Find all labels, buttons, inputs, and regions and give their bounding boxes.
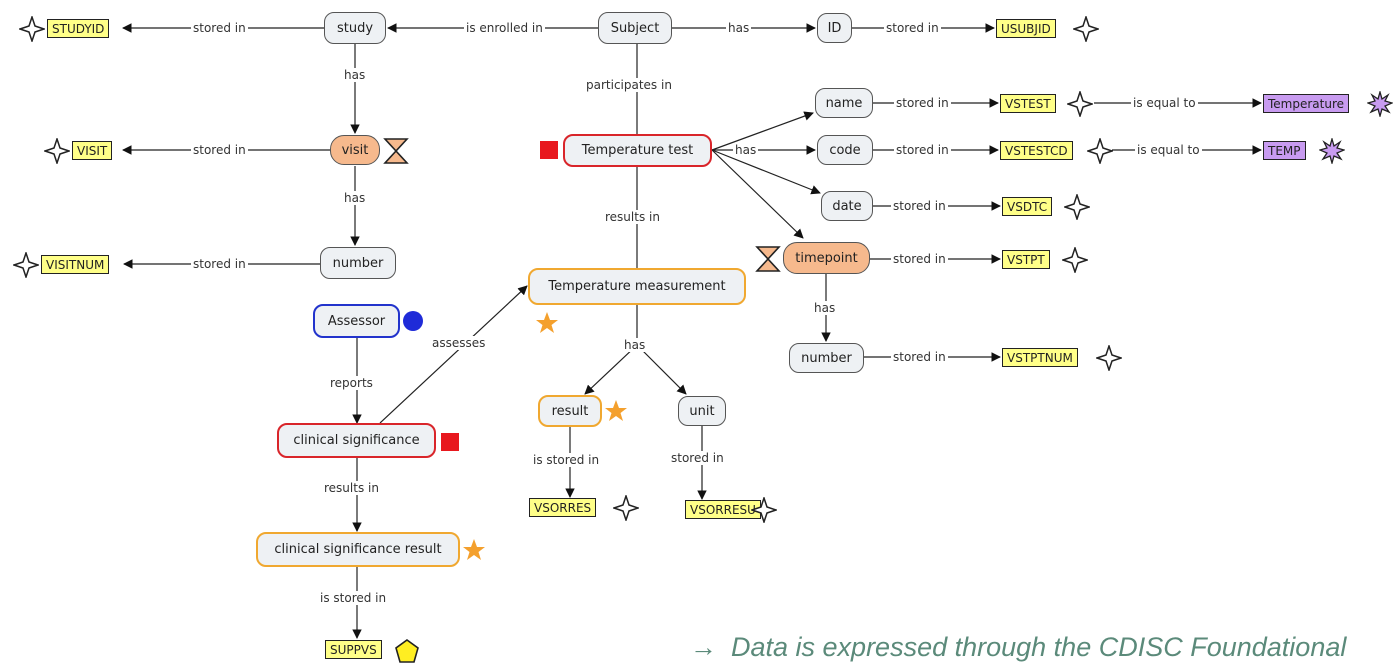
four-point-star-icon [613, 495, 639, 521]
edge-label-stored-in: stored in [191, 21, 248, 35]
var-vsorres[interactable]: VSORRES [529, 498, 597, 517]
edge-label-results-in: results in [603, 210, 662, 224]
hourglass-icon [755, 246, 781, 272]
var-vstpt[interactable]: VSTPT [1002, 250, 1050, 269]
edge-label-stored-in: stored in [191, 257, 248, 271]
var-vstptnum[interactable]: VSTPTNUM [1002, 348, 1078, 367]
node-clinical-significance-result[interactable]: clinical significance result [256, 532, 460, 567]
node-unit[interactable]: unit [678, 396, 726, 426]
var-vsorresu[interactable]: VSORRESU [685, 500, 761, 519]
four-point-star-icon [1087, 138, 1113, 164]
edge-label-has: has [812, 301, 838, 315]
edge-label-has: has [342, 68, 368, 82]
hourglass-icon [383, 138, 409, 164]
node-code[interactable]: code [817, 135, 873, 165]
edge-label-stored-in: stored in [891, 350, 948, 364]
edge-label-has: has [733, 143, 759, 157]
var-usubjid[interactable]: USUBJID [996, 19, 1056, 38]
var-studyid[interactable]: STUDYID [47, 19, 110, 38]
node-temperature-test[interactable]: Temperature test [563, 134, 712, 167]
orange-star-icon [536, 312, 558, 333]
orange-star-icon [463, 539, 485, 560]
edge-label-stored-in: stored in [884, 21, 941, 35]
edge-label-is-equal-to: is equal to [1131, 96, 1198, 110]
node-assessor[interactable]: Assessor [313, 304, 400, 338]
edge-label-stored-in: stored in [669, 451, 726, 465]
edge-label-stored-in: stored in [891, 199, 948, 213]
var-vsdtc[interactable]: VSDTC [1002, 197, 1053, 216]
node-clinical-significance[interactable]: clinical significance [277, 423, 436, 458]
node-id[interactable]: ID [817, 13, 852, 43]
node-study[interactable]: study [324, 12, 386, 44]
var-vstest[interactable]: VSTEST [1000, 94, 1056, 113]
edge-label-has: has [622, 338, 648, 352]
edge-label-stored-in: stored in [894, 96, 951, 110]
orange-star-icon [605, 400, 627, 421]
edge-label-stored-in: stored in [894, 143, 951, 157]
yellow-pentagon-icon [395, 639, 419, 663]
node-result[interactable]: result [538, 395, 602, 427]
burst-icon [1319, 138, 1345, 164]
edge-label-results-in: results in [322, 481, 381, 495]
four-point-star-icon [1062, 247, 1088, 273]
edge-label-is-equal-to: is equal to [1135, 143, 1202, 157]
four-point-star-icon [1067, 91, 1093, 117]
edge-label-stored-in: stored in [191, 143, 248, 157]
edge-label-assesses: assesses [430, 336, 488, 350]
caption-text: → Data is expressed through the CDISC Fou… [690, 632, 1346, 663]
edge-label-has: has [342, 191, 368, 205]
node-temperature-measurement[interactable]: Temperature measurement [528, 268, 746, 305]
caption-arrow: → [690, 632, 717, 662]
var-visitnum[interactable]: VISITNUM [41, 255, 110, 274]
four-point-star-icon [751, 497, 777, 523]
node-visit[interactable]: visit [330, 135, 380, 165]
caption-body: Data is expressed through the CDISC Foun… [731, 632, 1347, 662]
four-point-star-icon [13, 252, 39, 278]
edge-label-has: has [726, 21, 752, 35]
red-square-icon [441, 433, 459, 451]
blue-circle-icon [403, 311, 423, 331]
node-timepoint-number[interactable]: number [789, 343, 864, 373]
edge-label-participates-in: participates in [584, 78, 674, 92]
edge-label-is-stored-in: is stored in [318, 591, 389, 605]
four-point-star-icon [1096, 345, 1122, 371]
term-temp[interactable]: TEMP [1263, 141, 1306, 160]
term-temperature[interactable]: Temperature [1263, 94, 1350, 113]
four-point-star-icon [1064, 194, 1090, 220]
var-visit[interactable]: VISIT [72, 141, 113, 160]
four-point-star-icon [44, 138, 70, 164]
edge-label-is-stored-in: is stored in [531, 453, 602, 467]
var-vstestcd[interactable]: VSTESTCD [1000, 141, 1073, 160]
node-subject[interactable]: Subject [598, 12, 672, 44]
var-suppvs[interactable]: SUPPVS [325, 640, 382, 659]
node-timepoint[interactable]: timepoint [783, 242, 870, 274]
burst-icon [1367, 91, 1393, 117]
four-point-star-icon [19, 16, 45, 42]
edge-label-reports: reports [328, 376, 375, 390]
red-square-icon [540, 141, 558, 159]
edge-label-stored-in: stored in [891, 252, 948, 266]
four-point-star-icon [1073, 16, 1099, 42]
node-date[interactable]: date [821, 191, 873, 221]
edge-label-is-enrolled-in: is enrolled in [464, 21, 545, 35]
node-name[interactable]: name [815, 88, 873, 118]
node-visit-number[interactable]: number [320, 247, 396, 279]
